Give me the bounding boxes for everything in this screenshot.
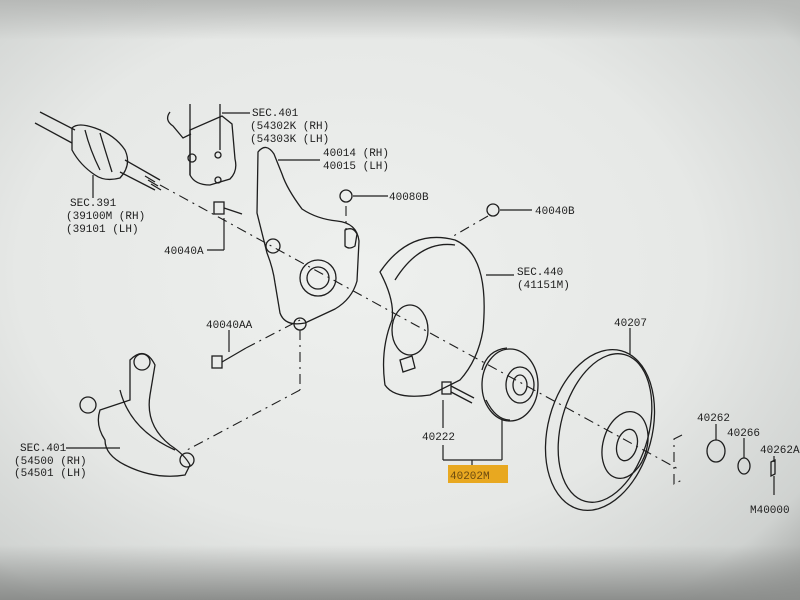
steering-knuckle [256,146,360,331]
label-54302k[interactable]: (54302K (RH) [250,121,329,133]
highlight-box [448,465,508,483]
label-39100m[interactable]: (39100M (RH) [66,211,145,223]
label-54303k[interactable]: (54303K (LH) [250,134,329,146]
label-54501[interactable]: (54501 (LH) [14,468,87,480]
drive-shaft [34,111,162,191]
label-40040a[interactable]: 40040A [164,246,204,258]
hub-bolt [441,381,475,404]
label-54500[interactable]: (54500 (RH) [14,456,87,468]
label-m40000[interactable]: M40000 [750,505,790,517]
label-40040aa[interactable]: 40040AA [206,320,253,332]
screen-bottom-shade [0,545,800,600]
label-40202m[interactable]: 40202M [450,471,490,483]
brake-rotor [544,349,656,511]
label-40262[interactable]: 40262 [697,413,730,425]
backing-plate [379,236,485,397]
upper-bracket [166,104,237,186]
leader-lines [66,112,775,495]
label-41151m[interactable]: (41151M) [517,280,570,292]
label-40015[interactable]: 40015 (LH) [323,161,389,173]
label-sec391[interactable]: SEC.391 [70,198,117,210]
label-sec401-upper[interactable]: SEC.401 [252,108,299,120]
label-sec401-lower[interactable]: SEC.401 [20,443,67,455]
label-40080b[interactable]: 40080B [389,192,429,204]
fasteners [211,189,776,478]
label-40014[interactable]: 40014 (RH) [323,148,389,160]
wheel-hub [481,347,539,422]
screen-top-shade [0,0,800,40]
label-40266[interactable]: 40266 [727,428,760,440]
label-40262a[interactable]: 40262A [760,445,800,457]
label-40222[interactable]: 40222 [422,432,455,444]
lower-control-arm [79,353,195,477]
label-sec440[interactable]: SEC.440 [517,267,563,279]
label-39101[interactable]: (39101 (LH) [66,224,139,236]
label-40040b[interactable]: 40040B [535,206,575,218]
label-40207[interactable]: 40207 [614,318,647,330]
assembly-lines [159,184,683,485]
